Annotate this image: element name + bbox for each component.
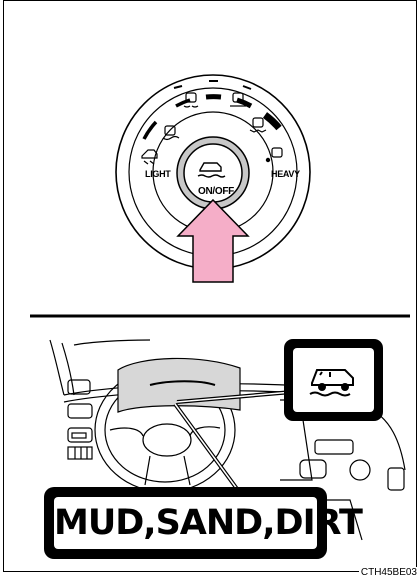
terrain-mode-icon-3: [184, 93, 198, 107]
mode-indicator-callout: [284, 339, 383, 421]
press-arrow-icon: [178, 200, 248, 282]
terrain-mode-icon-2: [163, 126, 179, 140]
mode-display-text: MUD,SAND,DIRT: [54, 503, 317, 543]
terrain-mode-icon-5: [250, 118, 266, 132]
multi-information-display: MUD,SAND,DIRT: [44, 487, 327, 559]
display-screen: MUD,SAND,DIRT: [54, 497, 317, 549]
dial-heavy-label: HEAVY: [271, 169, 300, 179]
on-off-button[interactable]: [177, 137, 249, 209]
on-off-button-label: ON/OFF: [198, 186, 234, 197]
dial-light-label: LIGHT: [145, 169, 171, 179]
figure-code: CTH45BE03: [359, 567, 417, 578]
